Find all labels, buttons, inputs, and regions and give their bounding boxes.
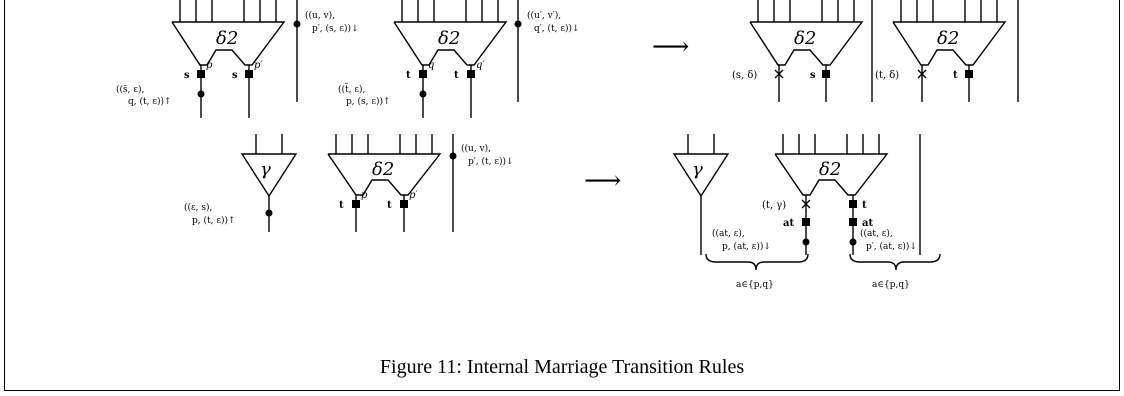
cross-label: (s, δ): [732, 70, 757, 81]
figure-caption: Figure 11: Internal Marriage Transition …: [379, 356, 745, 378]
wire-label: t: [339, 200, 344, 211]
wire-square-marker: [245, 70, 253, 78]
dot-label-line1: ((t̄, ε),: [338, 83, 365, 95]
wire-sup-label: p: [361, 190, 368, 201]
wire-sup-label: q′: [476, 60, 485, 71]
dot-label-line1: ((at, ε),: [860, 228, 893, 239]
bar-label-line2: p′, (s, ε))↓: [312, 23, 359, 34]
rule2-right-brace-left: [705, 253, 809, 271]
rule2-left-delta: [327, 134, 442, 232]
cross-label: (t, γ): [762, 200, 786, 211]
wire-label: at: [783, 218, 794, 229]
bar-label-line1: ((u, v),: [461, 143, 491, 154]
wire-dot-marker: [197, 90, 205, 98]
wire-sup-label: p′: [254, 60, 263, 71]
wire-label: s: [232, 70, 238, 81]
wire-square-marker: [467, 70, 475, 78]
bar-dot-marker: [449, 152, 457, 160]
wire-square-marker: [849, 200, 857, 208]
wire-square-marker: [849, 218, 857, 226]
bar-label-line1: ((u, v),: [305, 10, 335, 21]
wire-label: t: [454, 70, 459, 81]
dot-label-line1: ((s̄, ε),: [116, 84, 144, 95]
wire-dot-marker: [265, 209, 273, 217]
triangle-label: δ2: [794, 28, 816, 49]
wire-label: s: [184, 70, 190, 81]
wire-dot-marker: [802, 238, 810, 246]
dot-label-line2: q, (t, ε))↑: [128, 96, 172, 107]
cross-marker: [801, 199, 811, 209]
cross-marker: [917, 69, 927, 79]
triangle-label: δ2: [438, 28, 460, 49]
bar-dot-marker: [514, 20, 522, 28]
wire-label: t: [387, 200, 392, 211]
wire-square-marker: [965, 70, 973, 78]
wire-label: t: [953, 70, 958, 81]
rule2-right-brace-right: [849, 253, 941, 271]
wire-label: t: [406, 70, 411, 81]
wire-square-marker: [400, 200, 408, 208]
bar-label-line2: q′, (t, ε))↓: [534, 23, 580, 34]
bar-label-line1: ((u′, v′),: [527, 10, 561, 21]
triangle-label: δ2: [216, 28, 238, 49]
figure-frame: [4, 0, 1120, 391]
wire-sup-label: p′: [409, 190, 418, 201]
wire-label: s: [810, 70, 816, 81]
triangle-label: δ2: [819, 159, 841, 180]
dot-label-line2: p, (t, ε))↑: [192, 215, 236, 226]
rule1-right-gadget2: [892, 0, 1007, 102]
transition-arrow: ⟶: [584, 166, 621, 196]
cross-marker: [774, 69, 784, 79]
rule1-right-gadget1: [749, 0, 864, 102]
wire-sup-label: p: [206, 60, 213, 71]
wire-label: t: [862, 200, 867, 211]
triangle-label: γ: [692, 159, 703, 180]
triangle-label: δ2: [937, 28, 959, 49]
rule1-left-gadget1: [171, 0, 286, 118]
triangle-label: γ: [260, 159, 271, 180]
dot-label-line1: ((ε, s),: [184, 202, 212, 213]
triangle-label: δ2: [372, 159, 394, 180]
wire-square-marker: [197, 70, 205, 78]
wire-sup-label: q: [428, 60, 434, 71]
brace-label: a∈{p,q}: [736, 280, 774, 290]
wire-square-marker: [352, 200, 360, 208]
cross-label: (t, δ): [875, 70, 899, 81]
bar-dot-marker: [293, 20, 301, 28]
rule2-right-gamma: [672, 134, 730, 255]
transition-arrow: ⟶: [652, 32, 689, 62]
bar-label-line2: p′, (t, ε))↓: [468, 156, 514, 167]
wire-square-marker: [419, 70, 427, 78]
dot-label-line2: p′, (at, ε))↓: [866, 241, 917, 252]
brace-label: a∈{p,q}: [872, 280, 910, 290]
wire-square-marker: [822, 70, 830, 78]
wire-dot-marker: [419, 90, 427, 98]
rule1-left-gadget2: [393, 0, 508, 118]
wire-dot-marker: [849, 238, 857, 246]
dot-label-line2: p, (s, ε))↑: [346, 96, 391, 107]
wire-label: at: [862, 218, 873, 229]
dot-label-line1: ((at, ε),: [712, 228, 745, 239]
rule2-left-gamma: [240, 134, 298, 232]
dot-label-line2: p, (at, ε))↓: [722, 241, 771, 252]
wire-square-marker: [802, 218, 810, 226]
